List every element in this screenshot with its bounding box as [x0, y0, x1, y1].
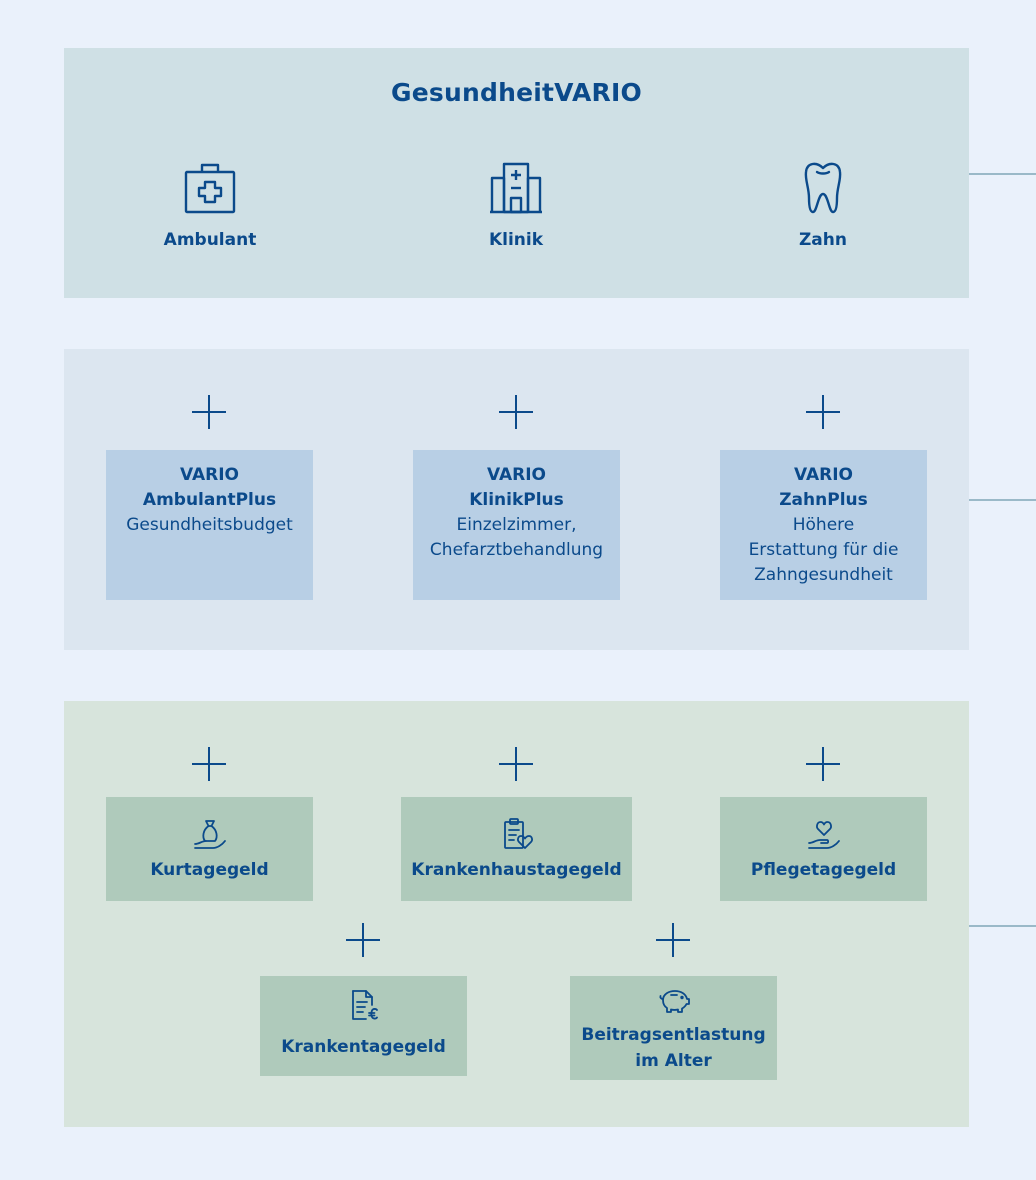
plus-icon [806, 395, 840, 429]
connector-line-addons [969, 499, 1036, 501]
benefit-pflegetagegeld: Pflegetagegeld [720, 797, 927, 901]
plus-icon [192, 747, 226, 781]
addon-desc: Zahngesundheit [754, 565, 893, 585]
euro-document-icon [351, 990, 378, 1020]
coverage-zahn: Zahn [733, 160, 913, 250]
heart-hand-icon [807, 821, 840, 849]
coverage-label: Ambulant [163, 230, 257, 250]
plus-icon [346, 923, 380, 957]
addons-panel: VARIO AmbulantPlus Gesundheitsbudget VAR… [64, 349, 969, 650]
addon-zahnplus: VARIO ZahnPlus Höhere Erstattung für die… [720, 450, 927, 600]
addon-desc: Gesundheitsbudget [126, 515, 293, 535]
benefit-label: Krankentagegeld [281, 1037, 446, 1057]
hospital-building-icon [490, 162, 542, 214]
addon-ambulantplus: VARIO AmbulantPlus Gesundheitsbudget [106, 450, 313, 600]
coverage-ambulant: Ambulant [120, 160, 300, 250]
coverage-klinik: Klinik [426, 160, 606, 250]
benefit-label: im Alter [635, 1051, 712, 1071]
addon-desc: Einzelzimmer, [456, 515, 577, 535]
addon-line1: VARIO [793, 465, 854, 485]
clipboard-heart-icon [503, 818, 533, 849]
plus-icon [656, 923, 690, 957]
connector-line-main [969, 173, 1036, 175]
money-bag-hand-icon [193, 820, 226, 849]
benefit-label: Kurtagegeld [150, 860, 269, 880]
addon-line1: VARIO [486, 465, 547, 485]
benefit-kurtagegeld: Kurtagegeld [106, 797, 313, 901]
tooth-icon [804, 162, 842, 214]
plan-title: GesundheitVARIO [391, 78, 642, 107]
connector-line-benefits [969, 925, 1036, 927]
piggy-bank-icon [658, 990, 690, 1013]
benefit-beitragsentlastung: Beitragsentlastung im Alter [570, 976, 777, 1080]
addon-desc: Erstattung für die [748, 540, 899, 560]
benefit-krankentagegeld: Krankentagegeld [260, 976, 467, 1076]
addon-line2: ZahnPlus [779, 490, 868, 510]
plus-icon [499, 747, 533, 781]
addon-desc: Chefarztbehandlung [429, 540, 604, 560]
addon-line2: AmbulantPlus [142, 490, 277, 510]
first-aid-kit-icon [184, 163, 236, 214]
addon-desc: Höhere [792, 515, 855, 535]
benefit-label: Pflegetagegeld [750, 860, 897, 880]
daily-benefits-panel: Kurtagegeld Krankenhaustagegeld Pflegeta… [64, 701, 969, 1127]
addon-line2: KlinikPlus [469, 490, 564, 510]
addon-klinikplus: VARIO KlinikPlus Einzelzimmer, Chefarztb… [413, 450, 620, 600]
coverage-label: Klinik [488, 230, 544, 250]
plus-icon [192, 395, 226, 429]
plus-icon [499, 395, 533, 429]
main-plan-panel: GesundheitVARIO Ambulant Klinik Zahn [64, 48, 969, 298]
benefit-label: Beitragsentlastung [581, 1025, 766, 1045]
coverage-label: Zahn [798, 230, 847, 250]
plus-icon [806, 747, 840, 781]
benefit-krankenhaustagegeld: Krankenhaustagegeld [401, 797, 632, 901]
benefit-label: Krankenhaustagegeld [411, 860, 622, 880]
addon-line1: VARIO [179, 465, 240, 485]
